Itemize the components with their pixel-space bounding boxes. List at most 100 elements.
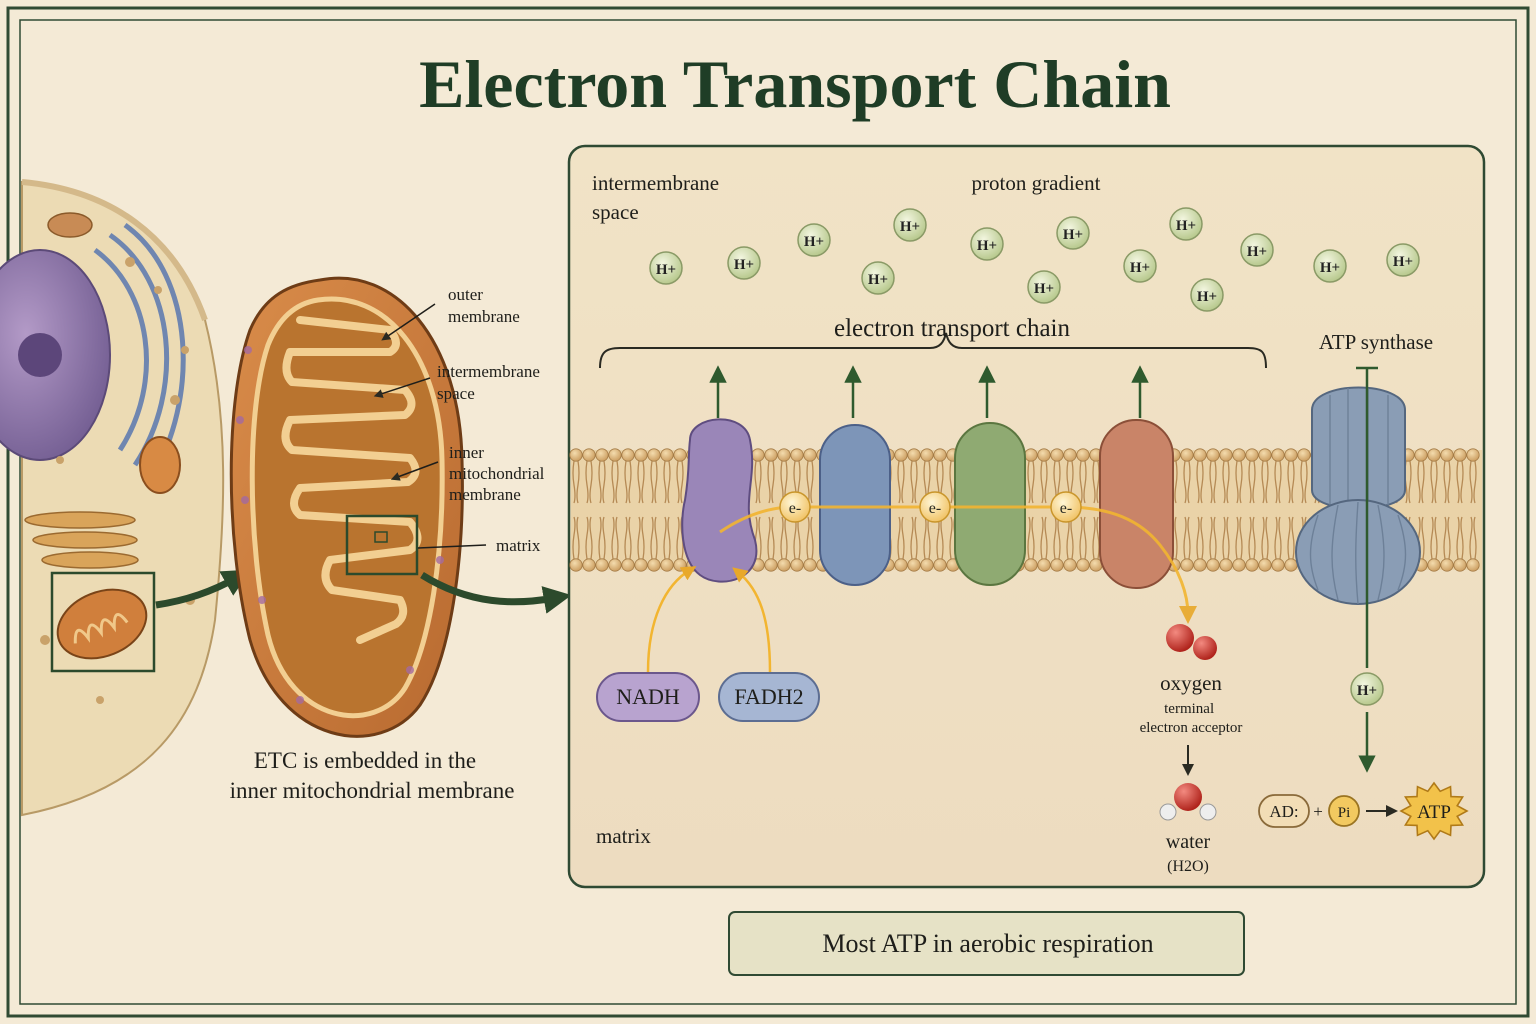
oxygen-molecule [1166, 624, 1217, 660]
phospholipid-tail [680, 460, 684, 504]
phospholipid-tail [1304, 460, 1308, 504]
svg-text:H+: H+ [977, 238, 997, 254]
phospholipid-head [1037, 448, 1051, 462]
proton-ion: H+ [1386, 243, 1420, 277]
phospholipid-tail [576, 460, 580, 504]
phospholipid-tail [1235, 516, 1239, 560]
label-panel-intermembrane-space: intermembrane space [592, 171, 724, 224]
phospholipid-tail [1443, 516, 1447, 560]
proton-ion: H+ [970, 227, 1004, 261]
electron-2: e- [919, 491, 951, 523]
phospholipid-tail [1421, 460, 1425, 504]
phospholipid-tail [1274, 516, 1278, 560]
phospholipid-tail [1469, 460, 1473, 504]
complex-2-shape [819, 424, 891, 586]
phospholipid-head [595, 558, 609, 572]
phospholipid-tail [771, 516, 775, 560]
svg-text:H+: H+ [1393, 254, 1413, 270]
phospholipid-head [595, 448, 609, 462]
caption-line-1: ETC is embedded in the [254, 748, 476, 773]
phospholipid-tail [1434, 516, 1438, 560]
etc-brace [599, 332, 1267, 369]
phospholipid-tail [1248, 516, 1252, 560]
atp-synthase-shape [1295, 386, 1421, 605]
phospholipid-tail [589, 516, 593, 560]
phospholipid-tail [1196, 516, 1200, 560]
phospholipid-tail [1274, 460, 1278, 504]
phospholipid-tail [1027, 460, 1031, 504]
phospholipid-head [1453, 448, 1467, 462]
phospholipid-tail [1187, 460, 1191, 504]
phospholipid-tail [1248, 460, 1252, 504]
phospholipid-tail [650, 516, 654, 560]
phospholipid-tail [1239, 516, 1243, 560]
leader-outer [381, 303, 436, 341]
phospholipid-tail [572, 460, 576, 504]
label-proton-gradient: proton gradient [972, 171, 1101, 195]
phospholipid-tail [615, 516, 619, 560]
svg-text:e-: e- [1060, 500, 1072, 517]
proton-ion: H+ [1169, 207, 1203, 241]
phospholipid-head [582, 558, 596, 572]
phospholipid-head [1245, 448, 1259, 462]
phospholipid-head [777, 448, 791, 462]
phospholipid-head [1258, 448, 1272, 462]
phospholipid-head [1050, 448, 1064, 462]
phospholipid-head [1076, 558, 1090, 572]
phospholipid-tail [1031, 460, 1035, 504]
phospholipid-tail [1209, 460, 1213, 504]
phospholipid-head [1193, 448, 1207, 462]
phospholipid-tail [780, 516, 784, 560]
small-mitochondrion-shape [47, 212, 181, 494]
svg-text:AD:: AD: [1269, 802, 1298, 821]
nucleus-shape [0, 249, 111, 461]
phospholipid-tail [1239, 460, 1243, 504]
phospholipid-tail [1252, 516, 1256, 560]
phospholipid-tail [767, 516, 771, 560]
label-electron-transport-chain: electron transport chain [834, 315, 1071, 342]
pi-circle: Pi [1328, 795, 1360, 827]
phospholipid-tail [1053, 516, 1057, 560]
phospholipid-tail [949, 516, 953, 560]
label-oxygen: oxygen [1160, 671, 1222, 695]
phospholipid-head [569, 558, 583, 572]
phospholipid-tail [576, 516, 580, 560]
water-molecule [1159, 783, 1217, 821]
proton-ion: H+ [861, 261, 895, 295]
phospholipid-head [1076, 448, 1090, 462]
phospholipid-tail [1079, 460, 1083, 504]
phospholipid-tail [1408, 460, 1412, 504]
phospholipid-tail [654, 460, 658, 504]
svg-text:ATP: ATP [1417, 802, 1451, 823]
label-water-formula: (H2O) [1167, 858, 1209, 875]
phospholipid-tail [589, 460, 593, 504]
phospholipid-tail [1443, 460, 1447, 504]
phospholipid-tail [1027, 516, 1031, 560]
phospholipid-tail [1044, 516, 1048, 560]
electron-3: e- [1050, 491, 1082, 523]
svg-text:FADH2: FADH2 [734, 684, 803, 709]
phospholipid-tail [1447, 460, 1451, 504]
phospholipid-head [1206, 558, 1220, 572]
fadh2-arrow [732, 567, 772, 673]
svg-text:H+: H+ [1063, 227, 1083, 243]
phospholipid-head [764, 558, 778, 572]
phospholipid-tail [897, 516, 901, 560]
phospholipid-tail [1235, 460, 1239, 504]
phospholipid-tail [1083, 516, 1087, 560]
adp-pill: AD: [1258, 794, 1310, 828]
phospholipid-tail [1421, 516, 1425, 560]
phospholipid-head [1180, 558, 1194, 572]
phospholipid-head [1258, 558, 1272, 572]
phospholipid-tail [923, 516, 927, 560]
complex-3-shape [954, 422, 1026, 586]
phospholipid-tail [676, 460, 680, 504]
phospholipid-tail [667, 516, 671, 560]
zoom-box-cell [50, 571, 156, 673]
phospholipid-head [1024, 448, 1038, 462]
phospholipid-tail [1287, 460, 1291, 504]
phospholipid-tail [1096, 460, 1100, 504]
phospholipid-tail [1287, 516, 1291, 560]
label-intermembrane-space: intermembrane space [437, 362, 544, 403]
phospholipid-tail [602, 460, 606, 504]
